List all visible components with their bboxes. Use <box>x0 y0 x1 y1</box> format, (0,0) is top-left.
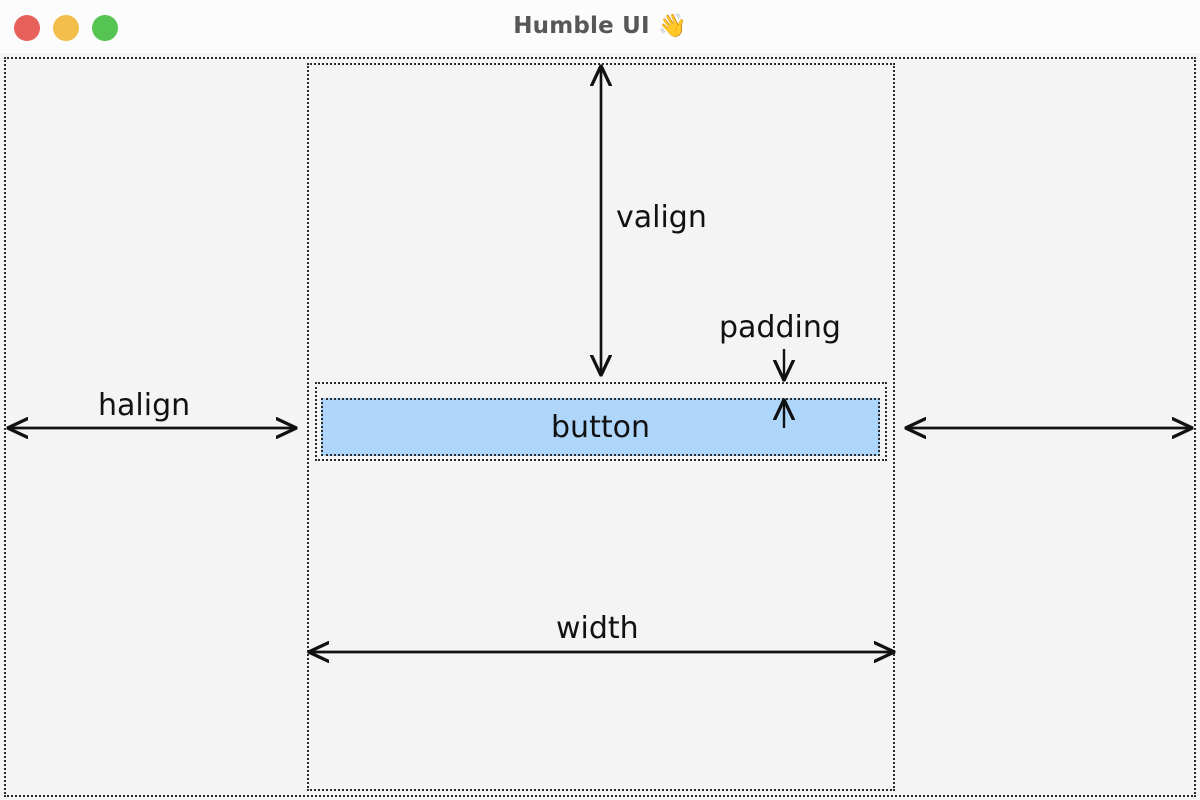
minimize-button[interactable] <box>53 15 79 41</box>
padding-label: padding <box>719 310 841 345</box>
column-container-box <box>307 63 895 791</box>
window-title: Humble UI 👋 <box>513 13 687 39</box>
halign-label: halign <box>98 388 191 423</box>
padding-box <box>315 382 887 461</box>
button-element[interactable]: button <box>321 398 880 456</box>
width-label: width <box>556 611 639 646</box>
outer-container-box <box>4 57 1196 797</box>
window-controls <box>14 15 118 41</box>
zoom-button[interactable] <box>92 15 118 41</box>
button-label: button <box>551 409 650 445</box>
valign-label: valign <box>616 200 707 235</box>
title-bar: Humble UI 👋 <box>0 0 1200 53</box>
layout-diagram: button halign valign padding width <box>0 53 1200 800</box>
close-button[interactable] <box>14 15 40 41</box>
